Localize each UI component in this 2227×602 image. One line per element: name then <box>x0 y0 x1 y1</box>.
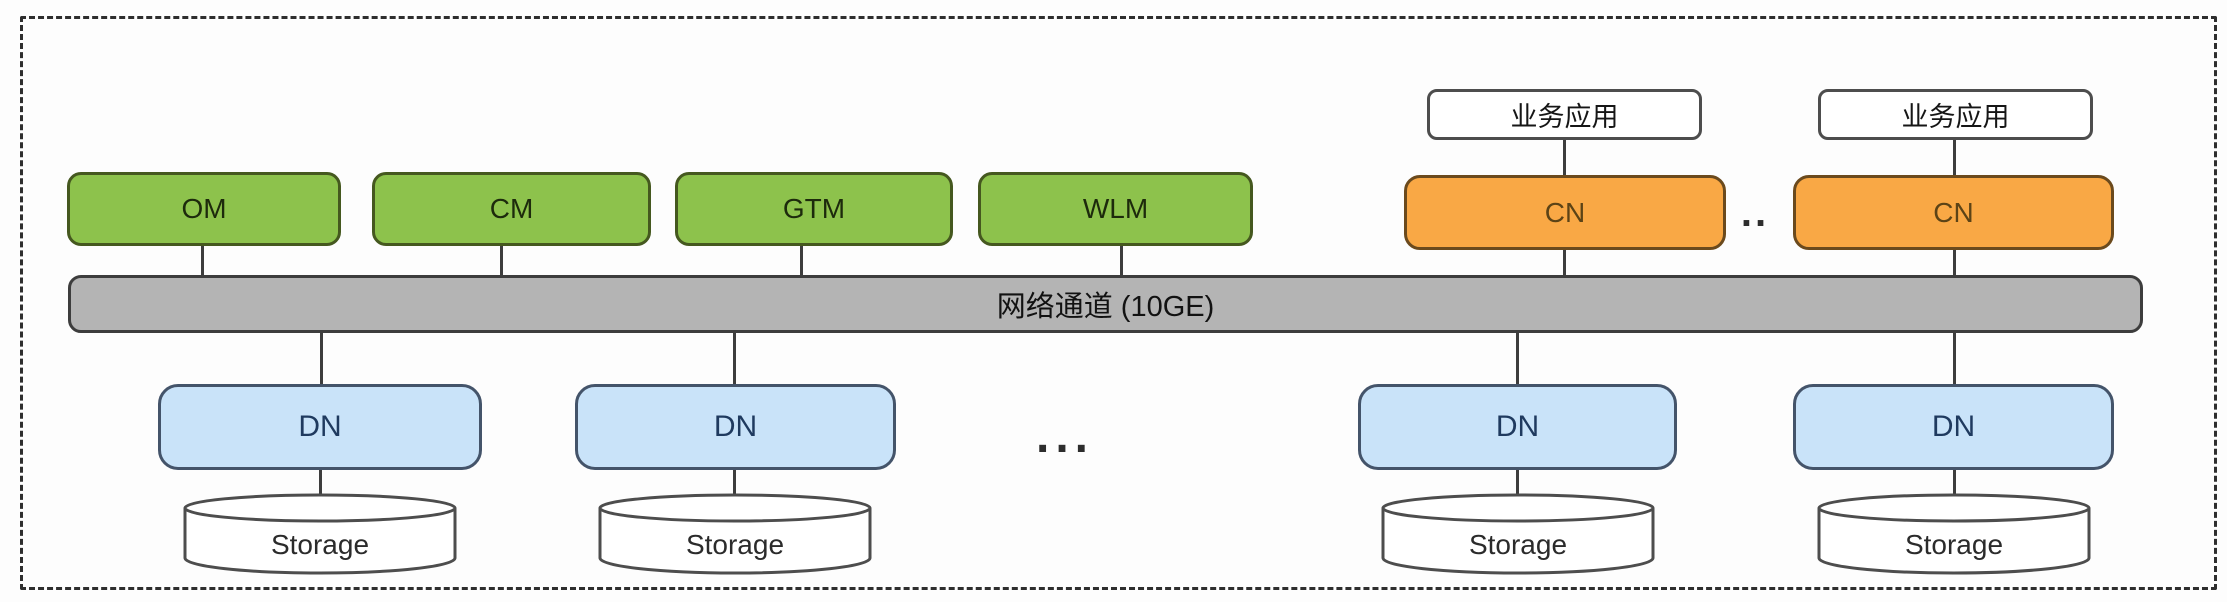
connector-cm-bar <box>500 246 503 276</box>
connector-dn4-storage4 <box>1953 470 1956 498</box>
management-node-gtm: GTM <box>675 172 953 246</box>
connector-app1-cn1 <box>1563 140 1566 177</box>
storage-cylinder-2: Storage <box>597 492 873 576</box>
connector-dn2-storage2 <box>733 470 736 498</box>
storage-label: Storage <box>1469 529 1567 560</box>
storage-label: Storage <box>1905 529 2003 560</box>
network-channel-bar: 网络通道 (10GE) <box>68 275 2143 333</box>
connector-bar-dn4 <box>1953 333 1956 384</box>
storage-label: Storage <box>271 529 369 560</box>
connector-cn1-bar <box>1563 250 1566 276</box>
storage-cylinder-3: Storage <box>1380 492 1656 576</box>
connector-om-bar <box>201 246 204 276</box>
connector-dn3-storage3 <box>1516 470 1519 498</box>
cluster-dashed-frame <box>20 16 2217 590</box>
connector-dn1-storage1 <box>319 470 322 498</box>
connector-gtm-bar <box>800 246 803 276</box>
coordinator-node-cn2: CN <box>1793 175 2114 250</box>
connector-bar-dn1 <box>320 333 323 384</box>
storage-cylinder-1: Storage <box>182 492 458 576</box>
dn-ellipsis-dots: ... <box>1035 409 1094 463</box>
cn-ellipsis-dots: .. <box>1740 190 1770 235</box>
coordinator-node-cn1: CN <box>1404 175 1726 250</box>
storage-label: Storage <box>686 529 784 560</box>
network-channel-label: 网络通道 (10GE) <box>996 291 1215 323</box>
app-box-2: 业务应用 <box>1818 89 2093 140</box>
management-node-cm: CM <box>372 172 651 246</box>
data-node-dn1: DN <box>158 384 482 470</box>
connector-bar-dn3 <box>1516 333 1519 384</box>
data-node-dn4: DN <box>1793 384 2114 470</box>
connector-app2-cn2 <box>1953 140 1956 177</box>
data-node-dn3: DN <box>1358 384 1677 470</box>
connector-wlm-bar <box>1120 246 1123 276</box>
storage-cylinder-4: Storage <box>1816 492 2092 576</box>
connector-cn2-bar <box>1953 250 1956 276</box>
management-node-om: OM <box>67 172 341 246</box>
management-node-wlm: WLM <box>978 172 1253 246</box>
connector-bar-dn2 <box>733 333 736 384</box>
data-node-dn2: DN <box>575 384 896 470</box>
app-box-1: 业务应用 <box>1427 89 1702 140</box>
